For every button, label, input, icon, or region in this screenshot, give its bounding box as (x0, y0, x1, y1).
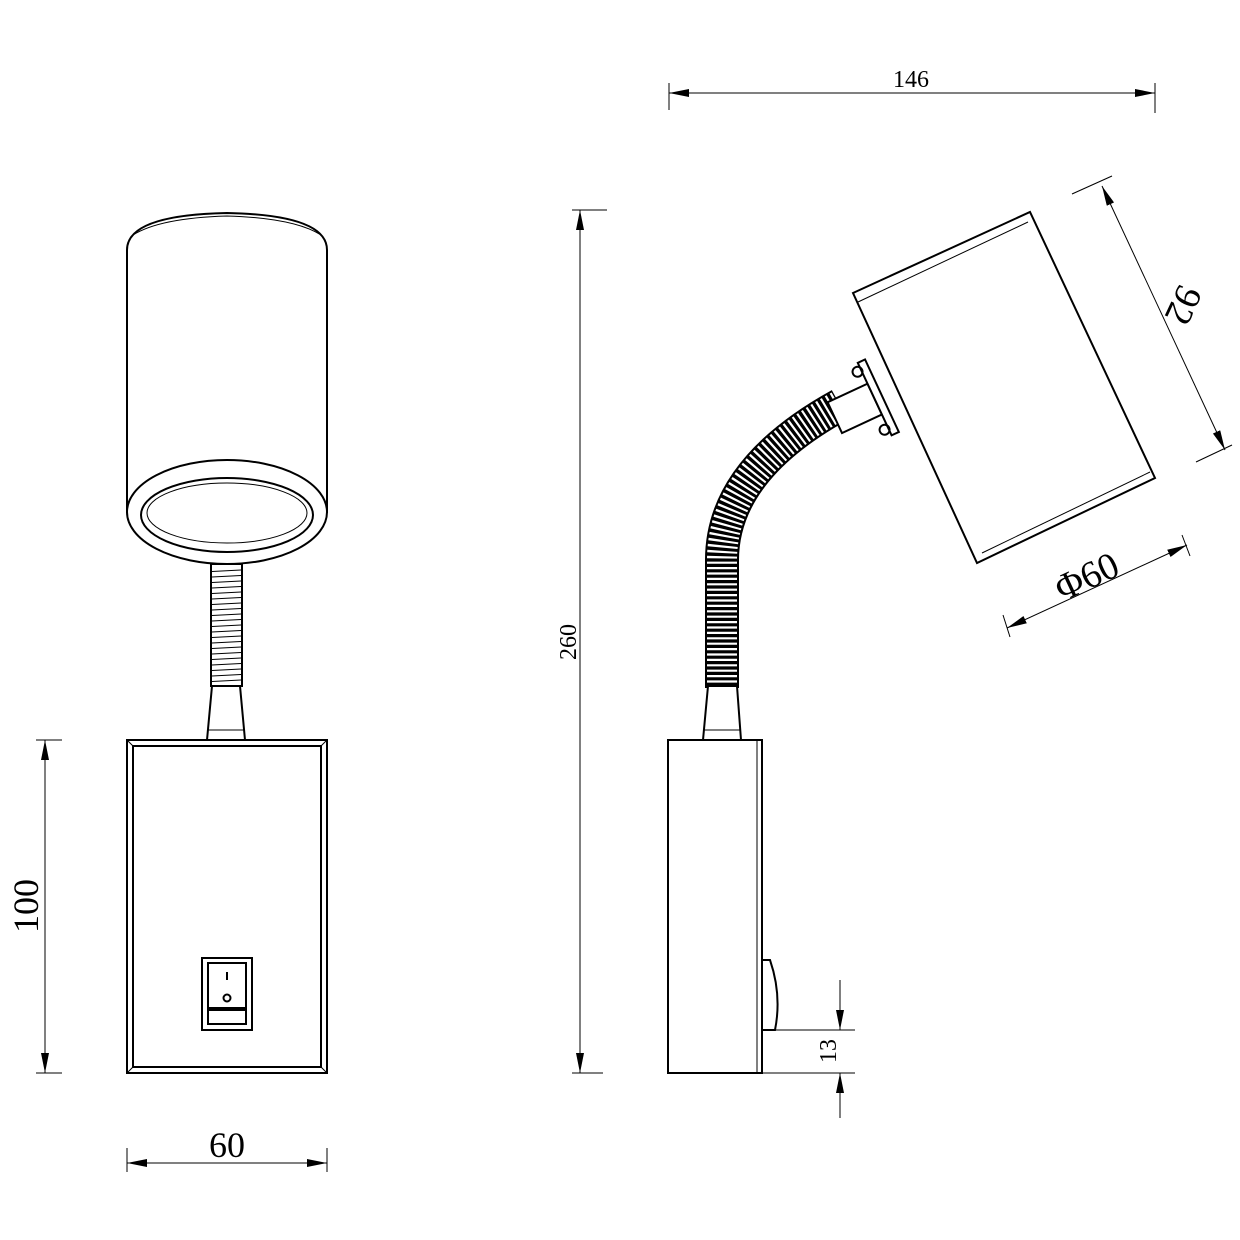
dimension-width-146: 146 (668, 67, 1156, 113)
dimension-height-260: 260 (556, 209, 607, 1074)
front-view: 100 60 (6, 211, 328, 1172)
dimension-height-100: 100 (6, 739, 62, 1074)
gooseneck-coil (211, 641, 242, 644)
dimension-head-diameter-60: Φ60 (1002, 534, 1191, 638)
gooseneck-coil (211, 602, 242, 605)
gooseneck-coil (211, 608, 242, 611)
ferrule-side (701, 685, 743, 741)
gooseneck-coil (211, 613, 242, 616)
side-view: 146 260 92 Φ60 13 (556, 67, 1233, 1118)
dimension-label: 13 (816, 1039, 842, 1063)
dimension-label: 60 (209, 1125, 245, 1165)
dimension-label: 100 (6, 879, 46, 933)
dimension-label: Φ60 (1048, 544, 1125, 610)
dimension-label: 92 (1156, 279, 1210, 331)
gooseneck-coil (211, 646, 242, 649)
gooseneck-coil (211, 657, 242, 660)
gooseneck-coil (211, 591, 242, 594)
gooseneck-coil (211, 580, 242, 583)
ferrule (205, 685, 247, 741)
gooseneck-coil (211, 619, 242, 622)
dimension-label: 146 (893, 67, 929, 93)
gooseneck-coil (211, 663, 242, 666)
gooseneck (210, 563, 243, 687)
head-collar (826, 358, 901, 437)
gooseneck-coil (211, 652, 242, 655)
gooseneck-coil (211, 674, 242, 677)
dimension-width-60: 60 (126, 1125, 328, 1172)
gooseneck-coil (211, 624, 242, 627)
gooseneck-curved (705, 390, 849, 688)
dimension-switch-offset-13: 13 (762, 980, 855, 1118)
rocker-switch-side (761, 959, 779, 1031)
lamp-head-cylinder (126, 211, 328, 565)
lamp-head-side (851, 210, 1157, 565)
rocker-switch (201, 957, 253, 1031)
gooseneck-coil (211, 586, 242, 589)
gooseneck-coil (211, 597, 242, 600)
gooseneck-coil (211, 668, 242, 671)
wall-base (126, 739, 328, 1074)
dimension-label: 260 (556, 624, 582, 660)
gooseneck-coil (211, 569, 242, 572)
wall-base-side (667, 739, 763, 1074)
gooseneck-coil (211, 635, 242, 638)
gooseneck-coil (211, 679, 242, 682)
gooseneck-coil (211, 630, 242, 633)
gooseneck-coil (211, 575, 242, 578)
